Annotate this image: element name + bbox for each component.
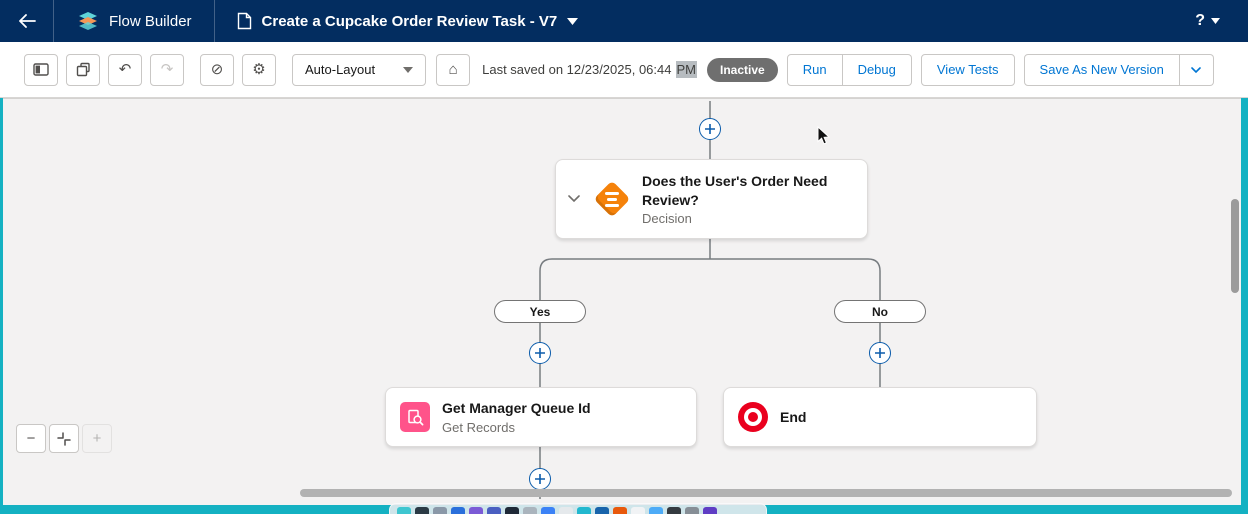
horizontal-scrollbar[interactable] — [300, 489, 1232, 497]
undo-button[interactable]: ↶ — [108, 53, 142, 86]
help-menu[interactable]: ? — [1195, 12, 1248, 30]
layout-select-value: Auto-Layout — [305, 62, 376, 77]
app-branding: Flow Builder — [54, 0, 215, 42]
flow-settings-button[interactable]: ⚙ — [242, 53, 276, 86]
decision-icon — [592, 179, 632, 219]
branch-label-yes[interactable]: Yes — [494, 300, 586, 323]
dock-app-icon[interactable] — [595, 507, 609, 514]
zoom-controls: − + — [16, 424, 112, 453]
decision-node[interactable]: Does the User's Order Need Review? Decis… — [555, 159, 868, 239]
dock — [389, 503, 767, 514]
end-node-text: End — [780, 408, 806, 426]
flow-title-menu[interactable]: Create a Cupcake Order Review Task - V7 — [215, 0, 601, 42]
last-saved-meridiem: PM — [675, 61, 697, 78]
add-element-button[interactable] — [529, 468, 551, 490]
vertical-scrollbar[interactable] — [1231, 199, 1239, 293]
dock-app-icon[interactable] — [667, 507, 681, 514]
node-title: Get Manager Queue Id — [442, 400, 591, 417]
copy-elements-button[interactable] — [66, 53, 100, 86]
dock-app-icon[interactable] — [685, 507, 699, 514]
back-arrow-icon — [18, 14, 36, 28]
collapse-branches-button[interactable] — [568, 195, 580, 203]
save-as-new-version-button[interactable]: Save As New Version — [1023, 53, 1180, 86]
copy-icon — [76, 62, 90, 77]
run-button[interactable]: Run — [786, 53, 843, 86]
dock-app-icon[interactable] — [703, 507, 717, 514]
dock-app-icon[interactable] — [577, 507, 591, 514]
get-records-node[interactable]: Get Manager Queue Id Get Records — [385, 387, 697, 447]
dock-app-icon[interactable] — [631, 507, 645, 514]
dock-app-icon[interactable] — [559, 507, 573, 514]
dock-app-icon[interactable] — [487, 507, 501, 514]
get-records-node-text: Get Manager Queue Id Get Records — [442, 399, 591, 434]
document-icon — [237, 12, 251, 30]
redo-button[interactable]: ↷ — [150, 53, 184, 86]
zoom-in-button[interactable]: + — [82, 424, 112, 453]
get-records-icon — [400, 402, 430, 432]
add-element-button[interactable] — [529, 342, 551, 364]
debug-button[interactable]: Debug — [842, 53, 912, 86]
help-label: ? — [1195, 12, 1205, 29]
chevron-down-icon — [567, 17, 579, 25]
dock-app-icon[interactable] — [469, 507, 483, 514]
end-node[interactable]: End — [723, 387, 1037, 447]
fit-to-view-button[interactable] — [49, 424, 79, 453]
node-title: Does the User's Order Need Review? — [642, 173, 828, 208]
add-element-button[interactable] — [699, 118, 721, 140]
dock-app-icon[interactable] — [523, 507, 537, 514]
end-icon — [738, 402, 768, 432]
deactivate-button[interactable]: ⊘ — [200, 53, 234, 86]
zoom-out-button[interactable]: − — [16, 424, 46, 453]
plus-icon — [535, 348, 545, 358]
gear-icon: ⚙ — [252, 61, 266, 78]
undo-icon: ↶ — [118, 61, 132, 78]
add-element-button[interactable] — [869, 342, 891, 364]
flow-builder-logo — [79, 12, 97, 30]
dock-app-icon[interactable] — [415, 507, 429, 514]
run-debug-group: Run Debug — [786, 53, 912, 86]
prohibit-icon: ⊘ — [210, 61, 224, 78]
back-button[interactable] — [0, 0, 54, 42]
chevron-down-icon — [403, 66, 414, 73]
node-type: Decision — [642, 210, 692, 226]
node-title: End — [780, 408, 807, 425]
dock-app-icon[interactable] — [613, 507, 627, 514]
dock-app-icon[interactable] — [505, 507, 519, 514]
flow-canvas[interactable]: Does the User's Order Need Review? Decis… — [3, 98, 1241, 505]
branch-label-no[interactable]: No — [834, 300, 926, 323]
flow-title: Create a Cupcake Order Review Task - V7 — [261, 12, 558, 30]
view-tests-button[interactable]: View Tests — [920, 53, 1015, 86]
app-name: Flow Builder — [109, 12, 192, 30]
status-badge: Inactive — [707, 57, 778, 82]
dock-app-icon[interactable] — [433, 507, 447, 514]
flow-toolbar: ↶ ↷ ⊘ ⚙ Auto-Layout ⌂ Last saved on 12/2… — [0, 42, 1248, 98]
dock-app-icon[interactable] — [397, 507, 411, 514]
dock-app-icon[interactable] — [649, 507, 663, 514]
plus-icon — [535, 474, 545, 484]
plus-icon — [875, 348, 885, 358]
chevron-down-icon — [568, 195, 580, 203]
home-button[interactable]: ⌂ — [436, 53, 471, 86]
toggle-panel-button[interactable] — [24, 53, 58, 86]
save-options-dropdown-button[interactable] — [1179, 53, 1214, 86]
home-icon: ⌂ — [448, 61, 458, 78]
plus-icon — [705, 124, 715, 134]
redo-icon: ↷ — [160, 61, 174, 78]
record-lookup-glyph — [407, 409, 423, 425]
dock-app-icon[interactable] — [451, 507, 465, 514]
panel-toggle-icon — [33, 63, 49, 76]
save-button-group: Save As New Version — [1023, 53, 1214, 86]
layout-select[interactable]: Auto-Layout — [292, 53, 427, 86]
top-nav-bar: Flow Builder Create a Cupcake Order Revi… — [0, 0, 1248, 42]
last-saved-prefix: Last saved on 12/23/2025, 06:44 — [482, 62, 672, 77]
decision-node-text: Does the User's Order Need Review? Decis… — [642, 172, 855, 225]
chevron-down-icon — [1191, 66, 1202, 73]
collapse-arrows-icon — [57, 431, 71, 446]
node-type: Get Records — [442, 419, 515, 435]
dock-app-icon[interactable] — [541, 507, 555, 514]
chevron-down-icon — [1211, 18, 1220, 24]
